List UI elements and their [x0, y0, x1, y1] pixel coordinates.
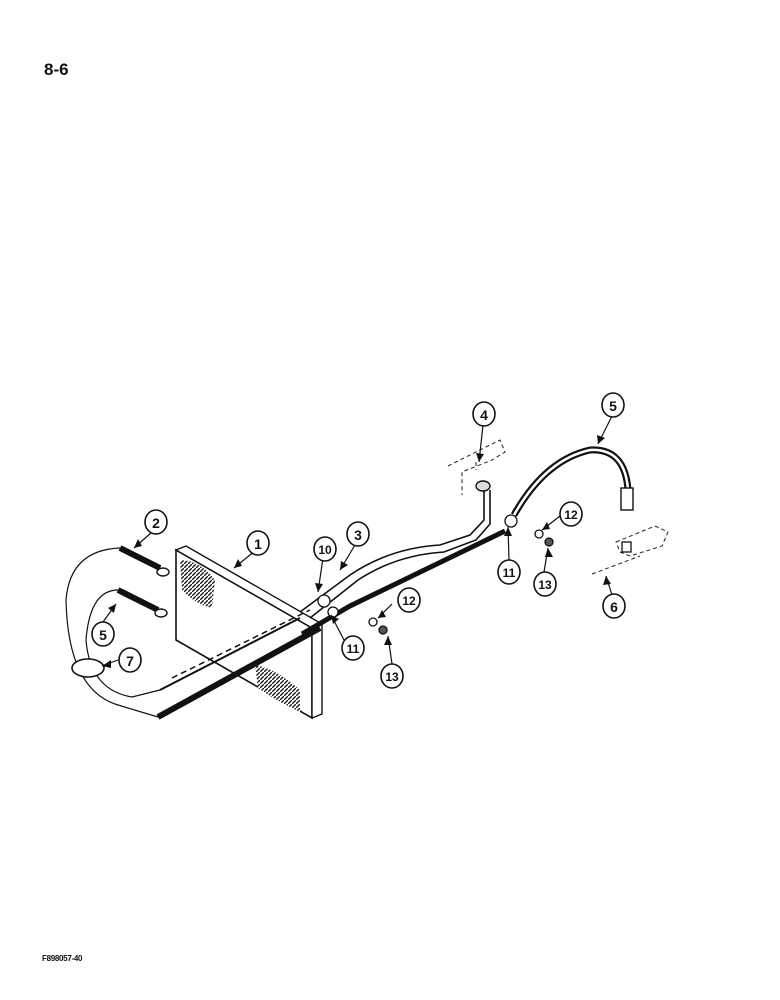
callout-2: [144, 509, 168, 535]
callout-5-upper-label: 5: [609, 398, 617, 414]
hose-5-upper: [510, 446, 634, 517]
callout-11-right: [497, 559, 521, 585]
callout-10-label: 10: [318, 543, 332, 557]
callout-10: [313, 536, 337, 562]
fitting-outline-6: [591, 525, 669, 575]
leader-arrowheads: [102, 435, 611, 668]
callouts: [91, 392, 626, 689]
hose-lines-left: [65, 545, 170, 718]
callout-1: [246, 530, 270, 556]
fittings: [317, 514, 632, 635]
callout-13-right-label: 13: [538, 578, 552, 592]
callout-4-label: 4: [480, 407, 488, 423]
callout-12-left-label: 12: [402, 594, 416, 608]
callout-2-label: 2: [152, 515, 160, 531]
callout-7-label: 7: [126, 653, 134, 669]
callout-12-right: [559, 501, 583, 527]
callout-11-right-label: 11: [503, 566, 516, 580]
callout-13-left-label: 13: [385, 670, 399, 684]
tube-assembly: [299, 480, 507, 637]
hose-fitting-outline-4: [447, 439, 506, 495]
callout-12-right-label: 12: [564, 508, 578, 522]
callout-13-left: [380, 663, 404, 689]
callout-13-right: [533, 571, 557, 597]
figure-code: F898057-40: [42, 954, 83, 963]
hose-lines-lower: [156, 609, 322, 720]
callout-11-left: [341, 635, 365, 661]
callout-5-lower-label: 5: [99, 627, 107, 643]
callout-5-upper: [601, 392, 625, 418]
callout-6: [602, 593, 626, 619]
callout-11-left-label: 11: [347, 642, 360, 656]
page-number: 8-6: [44, 60, 69, 79]
callout-7: [118, 647, 142, 673]
callout-6-label: 6: [610, 599, 618, 615]
callout-4: [472, 401, 496, 427]
callout-1-label: 1: [254, 536, 262, 552]
callout-3-label: 3: [354, 527, 362, 543]
callout-3: [346, 521, 370, 547]
callout-5-lower: [91, 621, 115, 647]
callout-12-left: [397, 587, 421, 613]
